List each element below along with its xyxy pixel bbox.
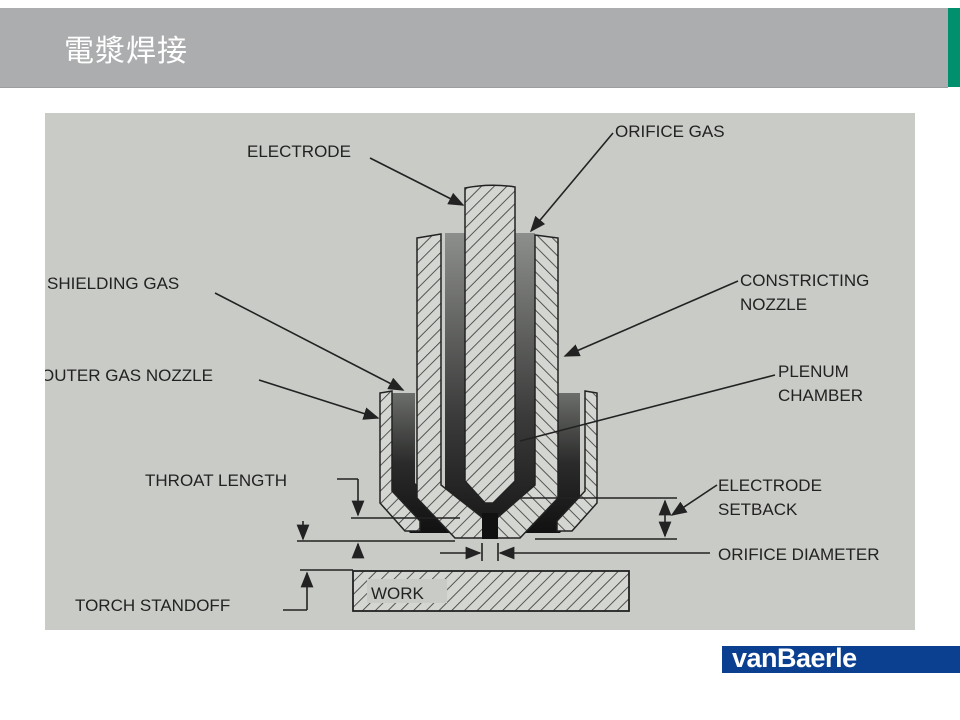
orifice-channel bbox=[482, 513, 498, 539]
dimension-lines bbox=[283, 478, 710, 611]
label-electrode: ELECTRODE bbox=[247, 142, 351, 161]
header-accent-stripe bbox=[948, 8, 960, 87]
label-electrode-setback-line1: ELECTRODE bbox=[718, 476, 822, 495]
vanbaerle-logo: vanBaerle bbox=[722, 643, 960, 673]
label-orifice-gas: ORIFICE GAS bbox=[615, 122, 725, 141]
header-bar bbox=[0, 8, 948, 88]
leader-arrows bbox=[214, 132, 776, 516]
label-throat-length: THROAT LENGTH bbox=[145, 471, 287, 490]
label-plenum-chamber-line1: PLENUM bbox=[778, 362, 849, 381]
label-constricting-nozzle-line2: NOZZLE bbox=[740, 295, 807, 314]
label-work: WORK bbox=[371, 584, 425, 603]
plasma-torch-diagram: WORK bbox=[45, 113, 915, 630]
label-constricting-nozzle-line1: CONSTRICTING bbox=[740, 271, 869, 290]
outer-gas-nozzle bbox=[379, 390, 598, 532]
label-shielding-gas: SHIELDING GAS bbox=[47, 274, 179, 293]
label-orifice-diameter: ORIFICE DIAMETER bbox=[718, 545, 880, 564]
logo-text: vanBaerle bbox=[732, 643, 857, 673]
work-label-bg bbox=[367, 579, 447, 603]
label-outer-gas-nozzle: OUTER GAS NOZZLE bbox=[45, 366, 213, 385]
slide-title: 電漿焊接 bbox=[64, 34, 188, 69]
label-torch-standoff: TORCH STANDOFF bbox=[75, 596, 230, 615]
label-electrode-setback-line2: SETBACK bbox=[718, 500, 798, 519]
label-plenum-chamber-line2: CHAMBER bbox=[778, 386, 863, 405]
electrode bbox=[464, 184, 516, 504]
